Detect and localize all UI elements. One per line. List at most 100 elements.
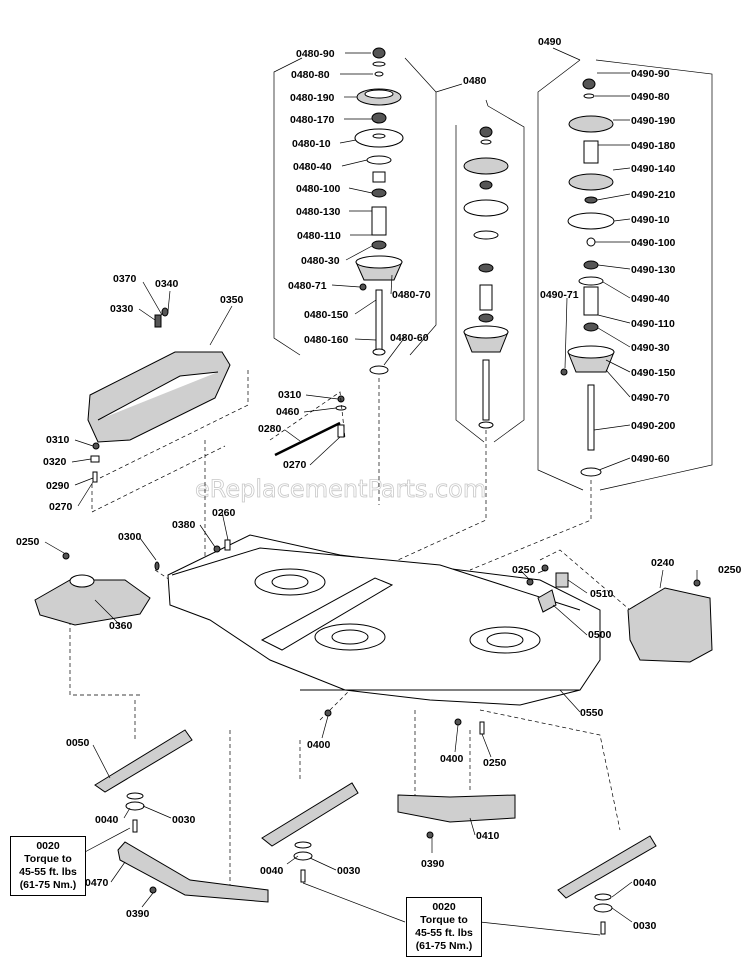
- label-0460: 0460: [276, 406, 300, 418]
- label-0350: 0350: [220, 294, 244, 306]
- part-labels: 0480-90 0480-80 0480-190 0480-170 0480-1…: [16, 36, 742, 932]
- leader-lines: [44, 52, 698, 936]
- label-0480-110: 0480-110: [297, 230, 341, 242]
- label-0490-30: 0490-30: [631, 342, 670, 354]
- torque-left-line1: Torque to: [24, 853, 72, 865]
- label-0490-80: 0490-80: [631, 91, 670, 103]
- spindle-stack-0480: [354, 47, 404, 375]
- label-0480-71: 0480-71: [288, 280, 327, 292]
- label-0480-60: 0480-60: [390, 332, 429, 344]
- label-0510: 0510: [590, 588, 614, 600]
- label-0480-10: 0480-10: [292, 138, 331, 150]
- label-0490-110: 0490-110: [631, 318, 675, 330]
- label-0490-10: 0490-10: [631, 214, 670, 226]
- label-0490-190: 0490-190: [631, 115, 676, 127]
- label-0340: 0340: [155, 278, 179, 290]
- label-0480-190: 0480-190: [290, 92, 335, 104]
- label-0480-70: 0480-70: [392, 289, 431, 301]
- label-0500: 0500: [588, 629, 612, 641]
- label-0490-40: 0490-40: [631, 293, 670, 305]
- label-0490-140: 0490-140: [631, 163, 676, 175]
- spindle-assembly-0490-bracket: [537, 47, 713, 491]
- torque-right-id: 0020: [432, 901, 456, 913]
- mower-deck-0550: [167, 534, 601, 706]
- label-0480-90: 0480-90: [296, 48, 335, 60]
- torque-right-line2: 45-55 ft. lbs: [415, 927, 473, 939]
- label-0490: 0490: [538, 36, 562, 48]
- label-0490-130: 0490-130: [631, 264, 676, 276]
- label-0040-mid: 0040: [260, 865, 284, 877]
- label-0240: 0240: [651, 557, 675, 569]
- baffle-0470: [117, 841, 269, 903]
- label-0330: 0330: [110, 303, 134, 315]
- blade-0050: [94, 729, 193, 833]
- label-0490-210: 0490-210: [631, 189, 676, 201]
- label-0250-bottom: 0250: [483, 757, 507, 769]
- label-0400-right: 0400: [440, 753, 464, 765]
- label-0480-40: 0480-40: [293, 161, 332, 173]
- label-0030-left: 0030: [172, 814, 196, 826]
- label-0310-mid: 0310: [278, 389, 302, 401]
- label-0320: 0320: [43, 456, 67, 468]
- label-0250-deck-a: 0250: [512, 564, 536, 576]
- label-0490-60: 0490-60: [631, 453, 670, 465]
- label-0390-left: 0390: [126, 908, 150, 920]
- label-0480-30: 0480-30: [301, 255, 340, 267]
- label-0410: 0410: [476, 830, 500, 842]
- label-0290: 0290: [46, 480, 70, 492]
- torque-left-line3: (61-75 Nm.): [19, 879, 77, 891]
- label-0360: 0360: [109, 620, 133, 632]
- blade-0040-right: [557, 835, 657, 935]
- label-0480-160: 0480-160: [304, 334, 349, 346]
- label-0300: 0300: [118, 531, 142, 543]
- label-0270-left: 0270: [49, 501, 73, 513]
- label-0490-71: 0490-71: [540, 289, 579, 301]
- idler-arm-0280: [274, 395, 347, 457]
- label-0310-left: 0310: [46, 434, 70, 446]
- baffle-0410: [397, 794, 516, 839]
- label-0480-80: 0480-80: [291, 69, 330, 81]
- discharge-chute-0240: [627, 579, 713, 663]
- label-0490-200: 0490-200: [631, 420, 676, 432]
- assembly-dashed-lines: [69, 370, 631, 890]
- label-0370: 0370: [113, 273, 137, 285]
- torque-right-line1: Torque to: [420, 914, 468, 926]
- label-0480-130: 0480-130: [296, 206, 341, 218]
- belt-cover-0350: [87, 307, 231, 443]
- label-0550: 0550: [580, 707, 604, 719]
- label-0250-right: 0250: [718, 564, 742, 576]
- hardware-0310-0290-group: [90, 442, 100, 483]
- label-0030-mid: 0030: [337, 865, 361, 877]
- label-0400-left: 0400: [307, 739, 331, 751]
- label-0480-170: 0480-170: [290, 114, 335, 126]
- label-0280: 0280: [258, 423, 282, 435]
- torque-right-line3: (61-75 Nm.): [415, 940, 473, 952]
- label-0270-mid: 0270: [283, 459, 307, 471]
- label-0480: 0480: [463, 75, 487, 87]
- label-0250-left: 0250: [16, 536, 40, 548]
- label-0490-100: 0490-100: [631, 237, 676, 249]
- discharge-deflector-0360: [34, 552, 151, 626]
- label-0040-right: 0040: [633, 877, 657, 889]
- label-0490-70: 0490-70: [631, 392, 670, 404]
- spindle-stack-middle: [463, 126, 509, 429]
- label-0490-180: 0490-180: [631, 140, 676, 152]
- label-0480-100: 0480-100: [296, 183, 341, 195]
- torque-callout-left: 0020 Torque to 45-55 ft. lbs (61-75 Nm.): [10, 836, 86, 896]
- label-0490-90: 0490-90: [631, 68, 670, 80]
- label-0470: 0470: [85, 877, 109, 889]
- label-0480-150: 0480-150: [304, 309, 349, 321]
- label-0390-mid: 0390: [421, 858, 445, 870]
- torque-left-id: 0020: [36, 840, 60, 852]
- watermark-text: eReplacementParts.com: [195, 475, 486, 503]
- spindle-stack-0490: [560, 78, 615, 477]
- label-0030-right: 0030: [633, 920, 657, 932]
- label-0490-150: 0490-150: [631, 367, 676, 379]
- deck-hardware: [154, 539, 569, 735]
- label-0380: 0380: [172, 519, 196, 531]
- label-0260: 0260: [212, 507, 236, 519]
- spindle-assembly-middle-bracket: [455, 99, 525, 443]
- torque-callout-right: 0020 Torque to 45-55 ft. lbs (61-75 Nm.): [406, 897, 482, 957]
- label-0040-left: 0040: [95, 814, 119, 826]
